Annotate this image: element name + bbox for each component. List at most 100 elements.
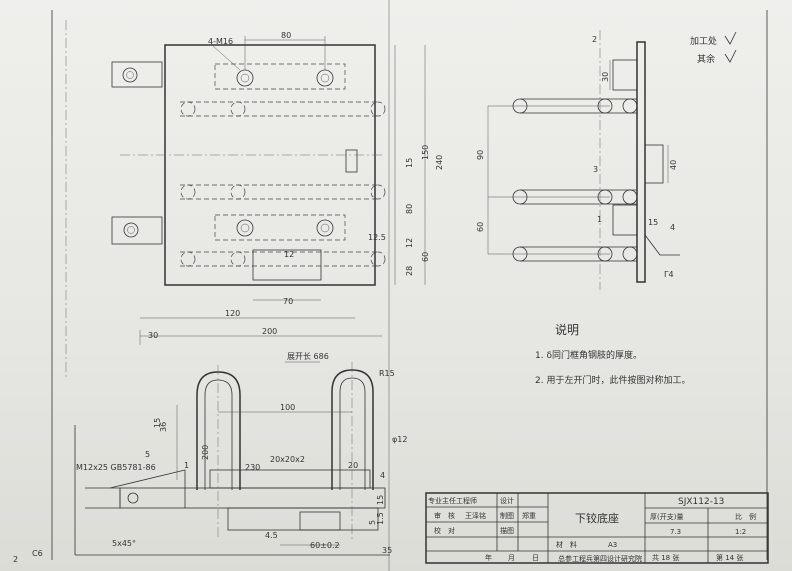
finish-symbol-machined — [724, 31, 737, 45]
finish-rest: 其余 — [697, 53, 715, 65]
note-1: 1. δ同门框角钢肢的厚度。 — [535, 349, 642, 361]
side-slot-2 — [520, 189, 637, 205]
rod-base-bar — [119, 487, 386, 509]
role-review: 审 核 — [434, 511, 455, 520]
side-label-4b: Γ4 — [664, 270, 674, 279]
title-block — [425, 492, 769, 564]
rod-dim-1-5: 1.5 — [376, 512, 385, 525]
role-trace: 描图 — [500, 526, 514, 535]
thickness-value: 7.3 — [670, 528, 681, 536]
rod-dim-200: 200 — [201, 445, 210, 460]
rod-dim-230: 230 — [245, 463, 260, 472]
rod-dim-4-5: 4.5 — [265, 531, 278, 540]
rod-bolt-spec: M12x25 GB5781-86 — [76, 463, 156, 472]
rod-foot — [227, 507, 379, 531]
scale-label: 比 例 — [735, 512, 756, 521]
side-dim-30: 30 — [601, 72, 610, 82]
slot-rows — [180, 101, 386, 267]
dim-28: 28 — [405, 266, 414, 276]
role-chief-engineer: 专业主任工程师 — [428, 496, 477, 505]
role-draw: 制图 — [500, 511, 514, 520]
side-label-3: 3 — [593, 165, 598, 174]
slot-rect — [345, 149, 358, 173]
date-day: 日 — [532, 554, 539, 562]
upper-bracket — [111, 61, 163, 88]
finish-symbol-rest — [724, 49, 737, 63]
drawing-number: SJX112-13 — [678, 497, 724, 507]
side-label-4a: 4 — [670, 223, 675, 232]
title-block-frame — [425, 492, 769, 564]
material-label: 材 料 — [556, 540, 577, 549]
rod-dim-phi12: φ12 — [392, 435, 407, 444]
dim-200: 200 — [262, 327, 277, 336]
side-dim-40: 40 — [669, 160, 678, 170]
rod-end — [85, 487, 121, 509]
dim-60-a: 60 — [421, 252, 430, 262]
rod-taper — [109, 469, 186, 508]
dim-240: 240 — [435, 155, 444, 170]
scale-value: 1:2 — [735, 528, 746, 536]
rod-dim-60-tol: 60±0.2 — [310, 541, 340, 550]
side-block-bottom — [612, 204, 638, 236]
rod-loop-left — [196, 371, 241, 490]
note-2: 2. 用于左开门时，此件按图对称加工。 — [535, 374, 690, 386]
rod-weld-c6: C6 — [32, 549, 43, 558]
rod-dim-20x20x2: 20x20x2 — [270, 455, 305, 464]
rod-r15: R15 — [379, 369, 395, 378]
front-view — [111, 36, 426, 345]
bolt-hole-2-inner — [320, 73, 330, 83]
total-sheets: 共 18 张 — [652, 553, 679, 562]
rod-view — [74, 361, 390, 556]
base-plate — [164, 44, 376, 286]
finish-machined: 加工处 — [690, 35, 717, 47]
role-check: 校 对 — [434, 526, 455, 535]
dim-70: 70 — [283, 297, 293, 306]
rod-dim-5: 5 — [368, 520, 377, 525]
rod-label-2: 2 — [13, 555, 18, 564]
thickness-label: 厚(开支)量 — [650, 512, 683, 521]
signature-2: 郑重 — [522, 512, 536, 520]
dim-30: 30 — [148, 331, 158, 340]
drawing-title: 下铰底座 — [575, 511, 619, 525]
dim-4-m16: 4-M16 — [208, 37, 233, 46]
date-year: 年 — [485, 553, 492, 562]
role-design: 设计 — [500, 496, 514, 505]
side-block-top — [612, 59, 638, 91]
institute-name: 总参工程兵第四设计研究院 — [558, 554, 642, 563]
rod-bolt-head — [127, 492, 139, 504]
dim-120: 120 — [225, 309, 240, 318]
side-slot-1 — [520, 98, 637, 114]
rod-weld-4: 4 — [380, 471, 385, 480]
bolt-hole-4-inner — [320, 223, 330, 233]
side-plate — [636, 41, 646, 283]
date-month: 月 — [508, 554, 515, 562]
rod-weld-block — [209, 469, 371, 489]
rod-dim-36: 36 — [159, 422, 168, 432]
rod-label-5: 5 — [145, 450, 150, 459]
side-dim-90: 90 — [476, 150, 485, 160]
rod-label-1: 1 — [184, 461, 189, 470]
upper-bracket-hole-inner — [126, 71, 134, 79]
dim-15-a: 15 — [405, 158, 414, 168]
bolt-zone-bottom — [214, 214, 346, 241]
side-label-2: 2 — [592, 35, 597, 44]
material-value: A3 — [608, 541, 617, 549]
dim-12-5: 12.5 — [368, 233, 386, 242]
side-slot-3 — [520, 246, 637, 262]
rod-outline — [74, 425, 390, 556]
bolt-hole-2 — [316, 69, 334, 87]
rod-dim-100: 100 — [280, 403, 295, 412]
side-dim-60: 60 — [476, 222, 485, 232]
notes-heading: 说明 — [555, 322, 579, 337]
sheet-number: 第 14 张 — [716, 553, 743, 562]
signature-1: 王泽铭 — [465, 511, 486, 520]
rod-label-15: 15 — [153, 418, 162, 428]
dim-80-side: 80 — [405, 204, 414, 214]
side-hinge — [644, 144, 664, 184]
hinge-seat — [252, 249, 322, 281]
lower-bracket-hole-inner — [127, 226, 135, 234]
upper-bracket-hole — [122, 67, 138, 83]
side-label-1: 1 — [597, 215, 602, 224]
side-dim-15: 15 — [648, 218, 658, 227]
